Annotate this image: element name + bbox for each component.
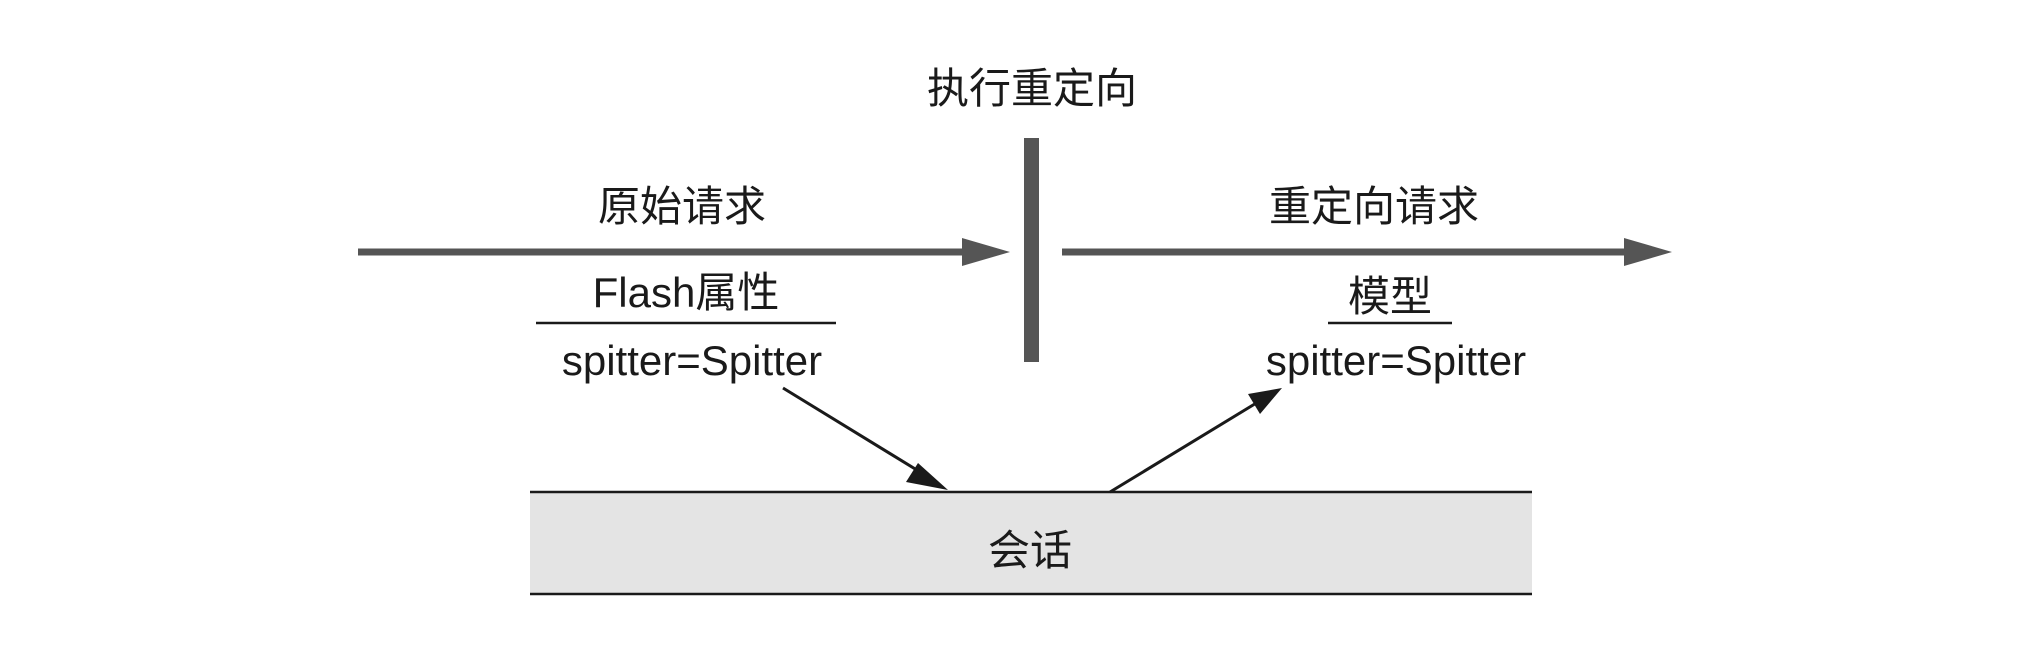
store-to-session-arrowhead [906,463,948,490]
redirected-request-arrowhead [1624,238,1672,266]
redirected-request-label: 重定向请求 [1268,182,1480,231]
session-label: 会话 [987,526,1073,575]
original-request-arrowhead [962,238,1010,266]
redirected-attribute-value: spitter=Spitter [1265,337,1527,384]
restore-from-session-arrowhead [1248,388,1282,414]
original-attribute-value: spitter=Spitter [561,337,823,384]
redirect-label: 执行重定向 [926,64,1138,113]
restore-from-session-arrow [1109,400,1259,494]
original-request-label: 原始请求 [597,182,767,231]
session-band [530,492,1532,594]
model-heading: 模型 [1347,272,1433,321]
flash-attributes-heading: Flash属性 [592,269,780,316]
store-to-session-arrow [782,386,926,477]
redirect-barrier [1024,138,1039,362]
